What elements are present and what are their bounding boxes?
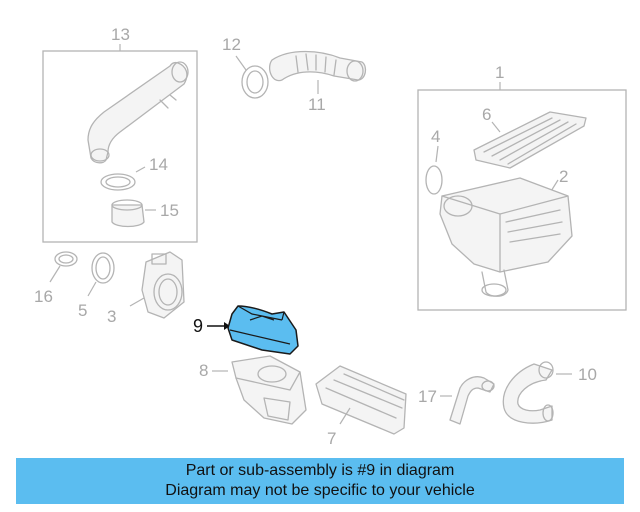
callout-5: 5: [78, 301, 87, 320]
highlighted-part-9: 9: [193, 305, 299, 355]
hose-11: [268, 50, 367, 82]
callout-3: 3: [107, 307, 116, 326]
group-1-frame: [417, 89, 627, 311]
sensor-3: [141, 251, 185, 319]
part-9-cover: [227, 305, 299, 355]
callout-8: 8: [199, 361, 208, 380]
callout-7: 7: [327, 429, 336, 448]
filter-element-6: [473, 111, 587, 169]
callout-10: 10: [578, 365, 597, 384]
callout-1: 1: [495, 63, 504, 82]
intake-tube: [87, 61, 188, 164]
air-cleaner-housing-2: [439, 177, 573, 273]
hose-17: 17: [418, 376, 495, 425]
duct-housing-8: 8: [199, 355, 307, 425]
callout-6: 6: [482, 105, 491, 124]
coupler-15: [111, 204, 145, 228]
callout-14: 14: [149, 155, 168, 174]
ring-5: [91, 252, 115, 284]
hose-assembly-11-12: 12 11: [222, 35, 367, 114]
info-banner: Part or sub-assembly is #9 in diagram Di…: [16, 458, 624, 504]
group-1-air-cleaner: 1 6 4 2: [417, 63, 627, 311]
clamp-12: [241, 65, 269, 99]
left-parts-3-5-16: 16 5 3: [34, 251, 185, 326]
banner-line-1: Part or sub-assembly is #9 in diagram: [185, 462, 455, 479]
clamp-14: [100, 173, 136, 191]
banner-line-2: Diagram may not be specific to your vehi…: [165, 482, 475, 499]
clamp-16: [54, 251, 78, 267]
callout-4: 4: [431, 127, 440, 146]
group-13-intake-tube: 13 14 15: [42, 25, 198, 243]
callout-13: 13: [111, 25, 130, 44]
callout-15: 15: [160, 201, 179, 220]
duct-7: 7: [315, 365, 407, 448]
callout-12: 12: [222, 35, 241, 54]
elbow-hose-10: 10: [502, 361, 597, 424]
callout-17: 17: [418, 387, 437, 406]
callout-2: 2: [559, 167, 568, 186]
callout-11: 11: [308, 95, 326, 114]
seal-4: [425, 165, 443, 195]
parts-diagram: 13 14 15 12 11 1 6: [34, 25, 627, 448]
callout-16: 16: [34, 287, 53, 306]
callout-9: 9: [193, 316, 203, 336]
